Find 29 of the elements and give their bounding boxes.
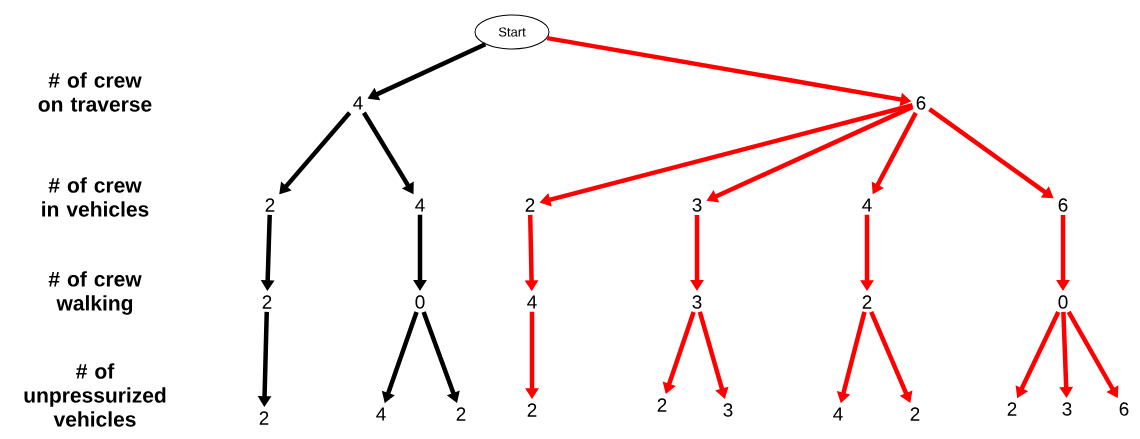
count-number: 2 xyxy=(259,411,269,425)
count-number: 2 xyxy=(1007,402,1017,416)
count-number: 2 xyxy=(862,295,872,309)
count-number: 4 xyxy=(353,96,363,110)
count-number: 2 xyxy=(262,295,272,309)
count-number: 4 xyxy=(862,198,872,212)
count-number: 2 xyxy=(527,403,537,417)
count-number: 6 xyxy=(916,96,926,110)
row-label: # of unpressurized vehicles xyxy=(24,363,166,427)
count-number: 2 xyxy=(657,398,667,412)
row-label: # of crew in vehicles xyxy=(42,177,149,217)
count-number: 2 xyxy=(910,407,920,421)
count-number: 0 xyxy=(415,295,425,309)
count-number: 4 xyxy=(833,407,843,421)
count-number: 3 xyxy=(723,403,733,417)
count-number: 2 xyxy=(265,198,275,212)
count-number: 6 xyxy=(1058,198,1068,212)
count-number: 2 xyxy=(525,198,535,212)
count-number: 4 xyxy=(527,295,537,309)
count-number: 3 xyxy=(1062,402,1072,416)
count-number: 6 xyxy=(1119,402,1129,416)
count-number: 2 xyxy=(456,407,466,421)
row-label: # of crew walking xyxy=(48,271,142,315)
count-number: 3 xyxy=(692,295,702,309)
count-number: 4 xyxy=(376,407,386,421)
count-number: 4 xyxy=(415,198,425,212)
count-number: 0 xyxy=(1058,295,1068,309)
count-number: 3 xyxy=(692,198,702,212)
row-label: # of crew on traverse xyxy=(38,72,152,112)
